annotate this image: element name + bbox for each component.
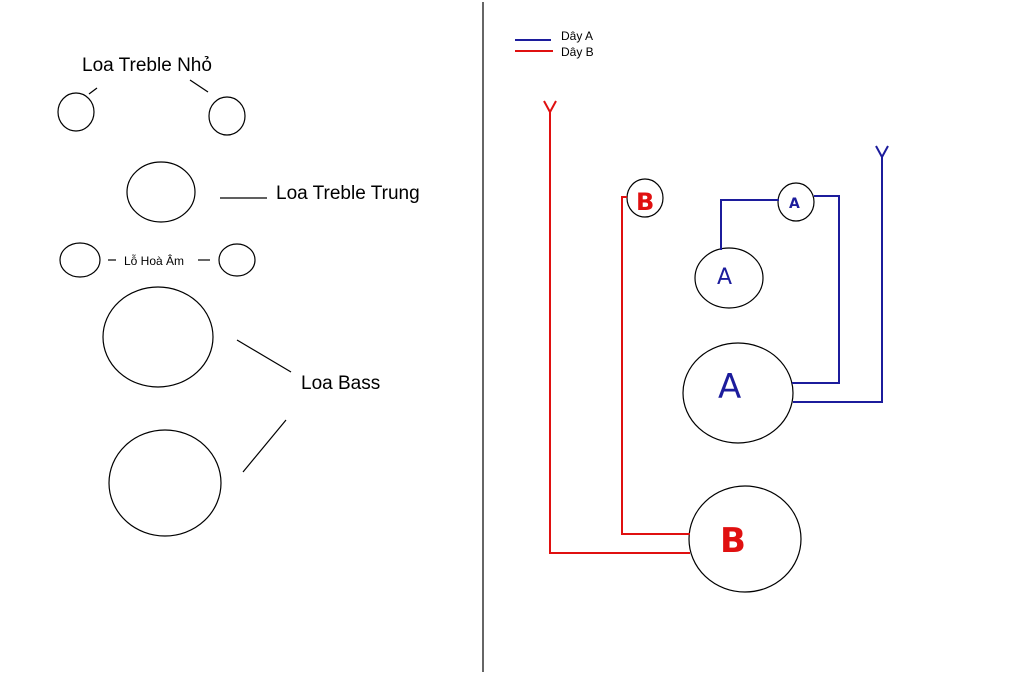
bass-pointer-bottom — [242, 419, 287, 473]
wire-b-treble-link — [621, 196, 690, 535]
wire-a — [720, 145, 889, 403]
bass-label: Loa Bass — [301, 373, 380, 394]
wire-a-input — [793, 157, 883, 403]
bass-bottom-circle — [108, 429, 222, 537]
marker-a-big: A — [718, 367, 741, 407]
treble-mid-circle — [126, 161, 196, 223]
wiring-treble-mid-a-circle — [694, 247, 764, 309]
wiring-bass-b-circle — [688, 485, 802, 593]
speaker-layout-panel — [57, 79, 292, 537]
wire-b — [543, 100, 690, 554]
bass-pointer-top — [236, 339, 292, 373]
treble-small-pointer-left — [88, 87, 98, 95]
wire-a-bass-link — [792, 195, 840, 384]
treble-mid-label: Loa Treble Trung — [276, 183, 420, 204]
port-label: Lỗ Hoà Âm — [124, 253, 184, 268]
wire-a-input-terminal — [875, 145, 889, 160]
wire-a-treble-link — [720, 199, 779, 250]
legend-wire-b-label: Dây B — [561, 45, 594, 59]
legend-wire-a-label: Dây A — [561, 29, 593, 43]
marker-b-big: B — [720, 521, 746, 561]
wire-b-input-terminal — [543, 100, 557, 115]
treble-small-label: Loa Treble Nhỏ — [82, 55, 212, 76]
wiring-bass-a-circle — [682, 342, 794, 444]
legend: Dây A Dây B — [515, 29, 594, 59]
treble-small-right-circle — [208, 96, 246, 136]
bass-top-circle — [102, 286, 214, 388]
treble-small-left-circle — [57, 92, 95, 132]
wiring-treble-small-a-circle — [777, 182, 815, 222]
marker-a-mid: A — [717, 265, 732, 290]
wire-b-input — [549, 112, 690, 554]
marker-a-small: A — [789, 196, 800, 212]
marker-b-small: B — [636, 188, 654, 216]
port-right-circle — [218, 243, 256, 277]
port-left-circle — [59, 242, 101, 278]
treble-small-pointer-right — [189, 79, 209, 93]
